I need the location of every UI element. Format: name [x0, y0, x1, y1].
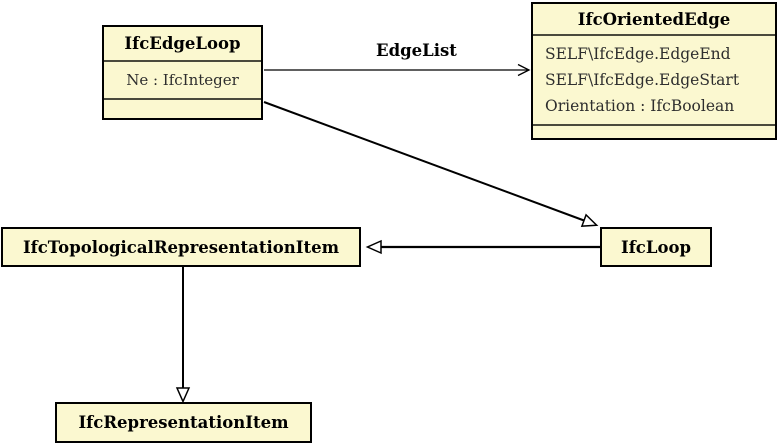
- empty-compartment: [104, 100, 261, 118]
- class-title-ifcloop: IfcLoop: [620, 237, 691, 257]
- attribute-row: Orientation : IfcBoolean: [545, 97, 735, 115]
- edgelist-association-label: EdgeList: [376, 41, 457, 60]
- class-attributes-ifcedgeloop: Ne : IfcInteger: [104, 62, 261, 100]
- class-box-ifcrepresentationitem[interactable]: IfcRepresentationItem: [55, 402, 312, 443]
- class-box-ifcorientededge[interactable]: IfcOrientedEdge SELF\IfcEdge.EdgeEnd SEL…: [531, 2, 777, 140]
- class-title-ifcedgeloop: IfcEdgeLoop: [104, 27, 261, 62]
- class-box-ifctopologicalrepresentationitem[interactable]: IfcTopologicalRepresentationItem: [1, 227, 361, 267]
- class-title-ifcrepresentationitem: IfcRepresentationItem: [78, 413, 289, 432]
- class-box-ifcloop[interactable]: IfcLoop: [600, 227, 712, 267]
- attribute-row: SELF\IfcEdge.EdgeEnd: [545, 45, 731, 63]
- class-title-ifctopologicalrepresentationitem: IfcTopologicalRepresentationItem: [22, 237, 340, 257]
- class-title-ifcorientededge: IfcOrientedEdge: [533, 4, 775, 36]
- attribute-row: Ne : IfcInteger: [126, 71, 239, 89]
- attribute-row: SELF\IfcEdge.EdgeStart: [545, 71, 740, 89]
- class-box-ifcedgeloop[interactable]: IfcEdgeLoop Ne : IfcInteger: [102, 25, 263, 120]
- empty-compartment: [533, 126, 775, 138]
- class-attributes-ifcorientededge: SELF\IfcEdge.EdgeEnd SELF\IfcEdge.EdgeSt…: [533, 36, 775, 126]
